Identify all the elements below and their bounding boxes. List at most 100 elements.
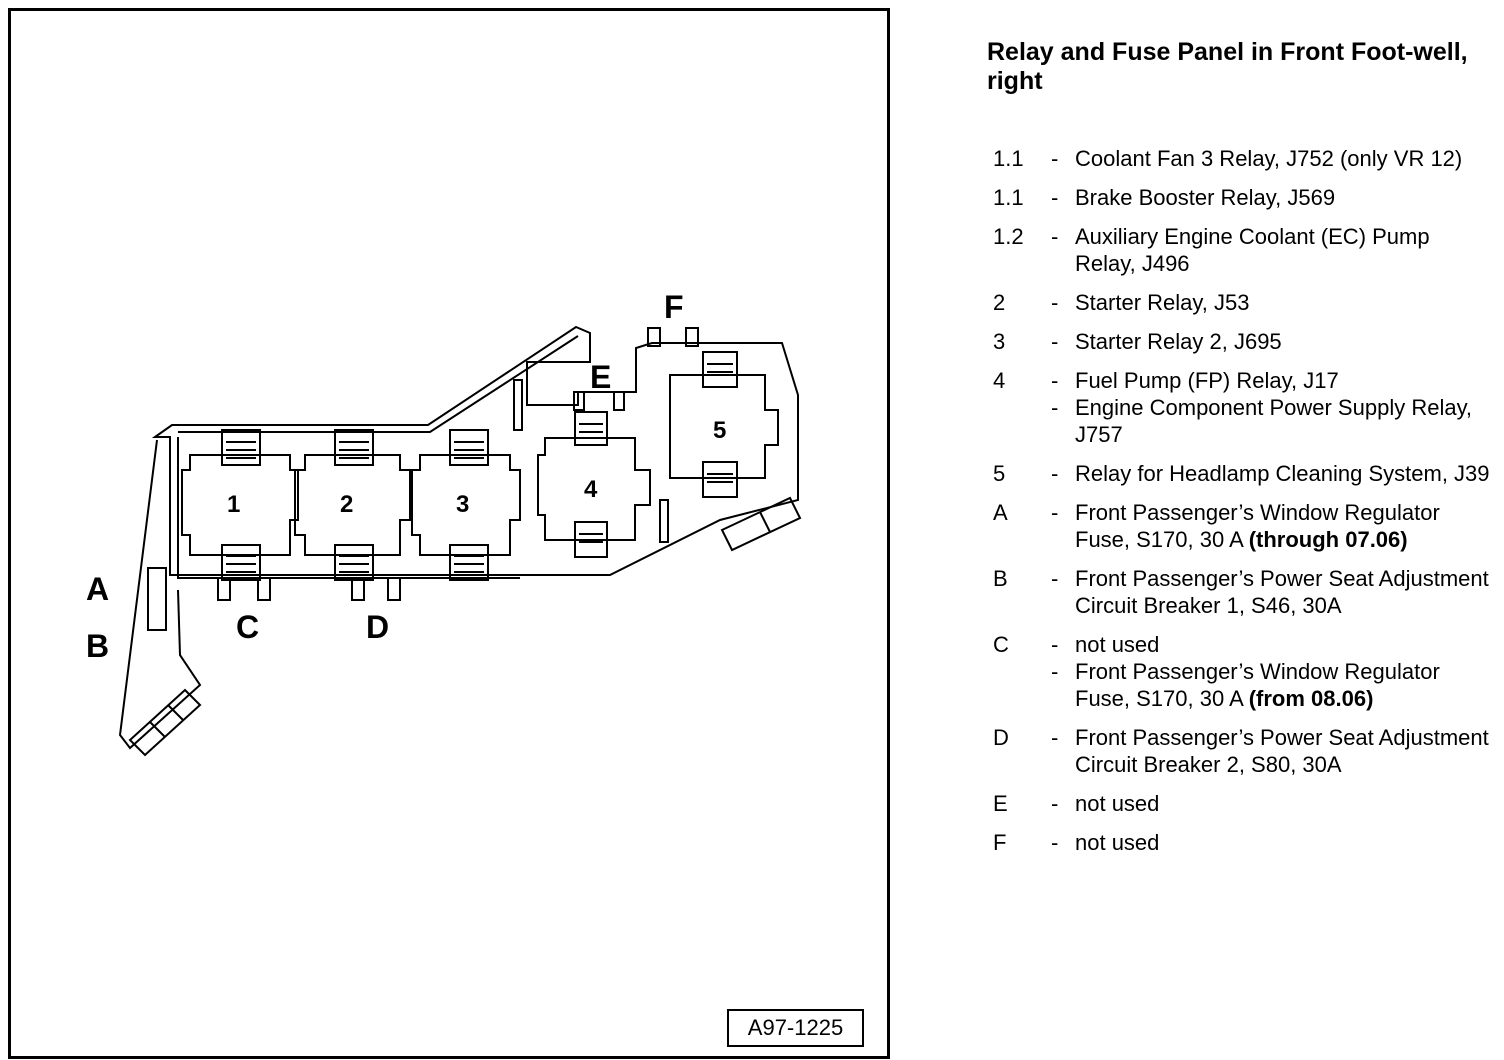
panel-housing-outline [151, 325, 799, 576]
legend-line: -Front Passenger’s Window Regulator Fuse… [993, 658, 1493, 712]
legend-dash: - [1051, 659, 1059, 684]
legend-item: 5-Relay for Headlamp Cleaning System, J3… [993, 460, 1493, 487]
fuse-holder-lower [128, 688, 202, 757]
legend-key: 2 [993, 290, 1006, 315]
legend-text: Coolant Fan 3 Relay, J752 (only VR 12) [1075, 146, 1463, 171]
legend-dash: - [1051, 830, 1059, 855]
legend-date-note: (through 07.06) [1248, 527, 1408, 552]
legend-key: 1.1 [993, 185, 1024, 210]
legend-key: F [993, 830, 1007, 855]
label-c: C [236, 609, 259, 645]
panel-diagonal-arm [118, 439, 202, 750]
legend-item: E-not used [993, 790, 1493, 817]
legend-item: F-not used [993, 829, 1493, 856]
legend-dash: - [1051, 791, 1059, 816]
legend-line: -Brake Booster Relay, J569 [993, 184, 1493, 211]
legend-line: -Front Passenger’s Power Seat Adjustment… [993, 724, 1493, 778]
legend-text: Brake Booster Relay, J569 [1075, 185, 1336, 210]
relay-5 [669, 351, 779, 498]
legend-line: -not used [993, 631, 1493, 658]
legend-item: 2-Starter Relay, J53 [993, 289, 1493, 316]
legend-line: -Fuel Pump (FP) Relay, J17 [993, 367, 1493, 394]
legend-text: Front Passenger’s Window Regulator Fuse,… [1075, 659, 1440, 711]
legend-key: 4 [993, 368, 1006, 393]
legend-line: -not used [993, 829, 1493, 856]
legend-line: -Front Passenger’s Window Regulator Fuse… [993, 499, 1493, 553]
legend-dash: - [1051, 146, 1059, 171]
panel-inner-edge [177, 437, 520, 579]
legend-line: -Relay for Headlamp Cleaning System, J39 [993, 460, 1493, 487]
legend-key: 1.1 [993, 146, 1024, 171]
legend-text: not used [1075, 791, 1160, 816]
legend-dash: - [1051, 224, 1059, 249]
legend-item: 1.2-Auxiliary Engine Coolant (EC) Pump R… [993, 223, 1493, 277]
fuse-holder-a-b [147, 567, 167, 631]
legend-list: 1.1-Coolant Fan 3 Relay, J752 (only VR 1… [993, 145, 1493, 868]
legend-text: Starter Relay, J53 [1075, 290, 1250, 315]
legend-key: D [993, 725, 1009, 750]
label-a: A [86, 571, 109, 607]
legend-line: -Engine Component Power Supply Relay, J7… [993, 394, 1493, 448]
legend-item: B-Front Passenger’s Power Seat Adjustmen… [993, 565, 1493, 619]
slot-label-5: 5 [713, 417, 726, 444]
legend-key: 5 [993, 461, 1006, 486]
relay-2 [294, 429, 411, 581]
legend-text: not used [1075, 830, 1160, 855]
legend-dash: - [1051, 566, 1059, 591]
legend-dash: - [1051, 725, 1059, 750]
legend-dash: - [1051, 632, 1059, 657]
legend-item: 3-Starter Relay 2, J695 [993, 328, 1493, 355]
label-d: D [366, 609, 389, 645]
legend-key: 1.2 [993, 224, 1024, 249]
legend-text: Engine Component Power Supply Relay, J75… [1075, 395, 1473, 447]
legend-text: Front Passenger’s Power Seat Adjustment … [1075, 725, 1489, 777]
legend-key: E [993, 791, 1008, 816]
legend-item: 4-Fuel Pump (FP) Relay, J17-Engine Compo… [993, 367, 1493, 448]
relay-1 [181, 429, 299, 581]
legend-line: -Starter Relay 2, J695 [993, 328, 1493, 355]
slot-label-1: 1 [227, 491, 240, 518]
legend-line: -Starter Relay, J53 [993, 289, 1493, 316]
legend-text: Fuel Pump (FP) Relay, J17 [1075, 368, 1339, 393]
legend-dash: - [1051, 185, 1059, 210]
legend-dash: - [1051, 290, 1059, 315]
legend-line: -Auxiliary Engine Coolant (EC) Pump Rela… [993, 223, 1493, 277]
legend-line: -Coolant Fan 3 Relay, J752 (only VR 12) [993, 145, 1493, 172]
legend-text: Starter Relay 2, J695 [1075, 329, 1282, 354]
legend-title: Relay and Fuse Panel in Front Foot-well,… [987, 38, 1468, 95]
figure-id: A97-1225 [727, 1009, 864, 1047]
fuse-clips [217, 327, 699, 601]
legend-key: B [993, 566, 1008, 591]
label-b: B [86, 628, 109, 664]
legend-dash: - [1051, 368, 1059, 393]
relay-4 [537, 411, 651, 558]
relay-3 [411, 429, 521, 581]
legend-item: C-not used-Front Passenger’s Window Regu… [993, 631, 1493, 712]
legend-item: A-Front Passenger’s Window Regulator Fus… [993, 499, 1493, 553]
legend-date-note: (from 08.06) [1248, 686, 1374, 711]
label-e: E [590, 359, 611, 395]
panel-upper-rail [178, 335, 579, 433]
legend-text: Relay for Headlamp Cleaning System, J39 [1075, 461, 1490, 486]
label-f: F [664, 289, 684, 325]
legend-line: -not used [993, 790, 1493, 817]
legend-text: not used [1075, 632, 1160, 657]
legend-item: D-Front Passenger’s Power Seat Adjustmen… [993, 724, 1493, 778]
legend-item: 1.1-Brake Booster Relay, J569 [993, 184, 1493, 211]
fuse-holder-right [720, 496, 802, 552]
legend-key: 3 [993, 329, 1006, 354]
slot-label-4: 4 [584, 476, 598, 503]
legend-line: -Front Passenger’s Power Seat Adjustment… [993, 565, 1493, 619]
figure-frame [8, 8, 890, 1059]
legend-dash: - [1051, 500, 1059, 525]
slot-label-2: 2 [340, 491, 353, 518]
slot-label-3: 3 [456, 491, 469, 518]
legend-key: A [993, 500, 1008, 525]
legend-key: C [993, 632, 1009, 657]
legend-dash: - [1051, 395, 1059, 420]
legend-dash: - [1051, 329, 1059, 354]
relay-panel-diagram: 1 2 3 4 5 A B C D E F [86, 289, 802, 757]
legend-text: Auxiliary Engine Coolant (EC) Pump Relay… [1075, 224, 1430, 276]
legend-item: 1.1-Coolant Fan 3 Relay, J752 (only VR 1… [993, 145, 1493, 172]
legend-text: Front Passenger’s Power Seat Adjustment … [1075, 566, 1489, 618]
